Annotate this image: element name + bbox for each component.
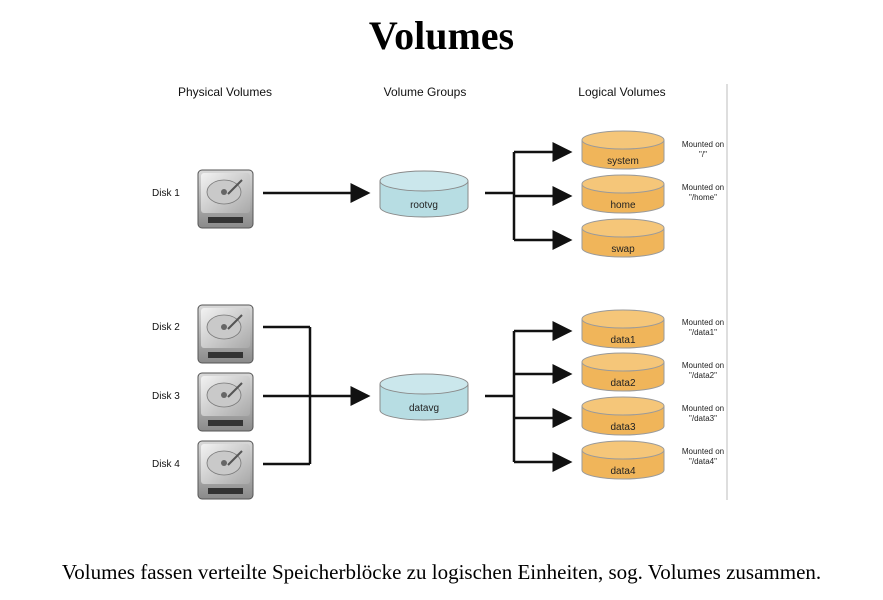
header-logical-volumes: Logical Volumes	[578, 85, 665, 99]
logical-volume-label: data2	[610, 378, 635, 389]
logical-volume-home: home	[581, 174, 665, 214]
logical-volume-label: data3	[610, 422, 635, 433]
mount-note-data1-line1: Mounted on	[682, 318, 724, 327]
hard-drive-icon	[197, 372, 254, 432]
volume-group-label: datavg	[409, 403, 439, 414]
disk-label-4: Disk 4	[152, 459, 180, 470]
mount-note-data3-line1: Mounted on	[682, 404, 724, 413]
logical-volume-data2: data2	[581, 352, 665, 392]
logical-volume-system: system	[581, 130, 665, 170]
mount-note-data2-line1: Mounted on	[682, 361, 724, 370]
logical-volume-label: data1	[610, 335, 635, 346]
mount-note-data2-line2: "/data2"	[689, 371, 717, 380]
logical-volume-swap: swap	[581, 218, 665, 258]
header-volume-groups: Volume Groups	[384, 85, 467, 99]
mount-note-system-line1: Mounted on	[682, 140, 724, 149]
mount-note-data4-line2: "/data4"	[689, 457, 717, 466]
logical-volume-data1: data1	[581, 309, 665, 349]
mount-note-home-line2: "/home"	[689, 193, 717, 202]
hard-drive-icon	[197, 169, 254, 229]
hard-drive-icon	[197, 440, 254, 500]
logical-volume-label: system	[607, 156, 639, 167]
logical-volume-label: swap	[611, 244, 635, 255]
hard-drive-icon	[197, 304, 254, 364]
page-title: Volumes	[368, 13, 515, 58]
logical-volume-data4: data4	[581, 440, 665, 480]
mount-note-system-line2: "/"	[699, 150, 707, 159]
disk-label-2: Disk 2	[152, 322, 180, 333]
mount-note-data3-line2: "/data3"	[689, 414, 717, 423]
mount-note-data1-line2: "/data1"	[689, 328, 717, 337]
mount-note-data4-line1: Mounted on	[682, 447, 724, 456]
disk-label-1: Disk 1	[152, 188, 180, 199]
logical-volume-label: home	[610, 200, 635, 211]
volume-group-datavg: datavg	[379, 373, 469, 421]
disk-label-3: Disk 3	[152, 391, 180, 402]
mount-note-home-line1: Mounted on	[682, 183, 724, 192]
connector-arrows	[263, 142, 573, 472]
volume-group-rootvg: rootvg	[379, 170, 469, 218]
header-physical-volumes: Physical Volumes	[178, 85, 272, 99]
volume-group-label: rootvg	[410, 200, 438, 211]
logical-volume-data3: data3	[581, 396, 665, 436]
caption: Volumes fassen verteilte Speicherblöcke …	[61, 560, 822, 584]
logical-volume-label: data4	[610, 466, 635, 477]
